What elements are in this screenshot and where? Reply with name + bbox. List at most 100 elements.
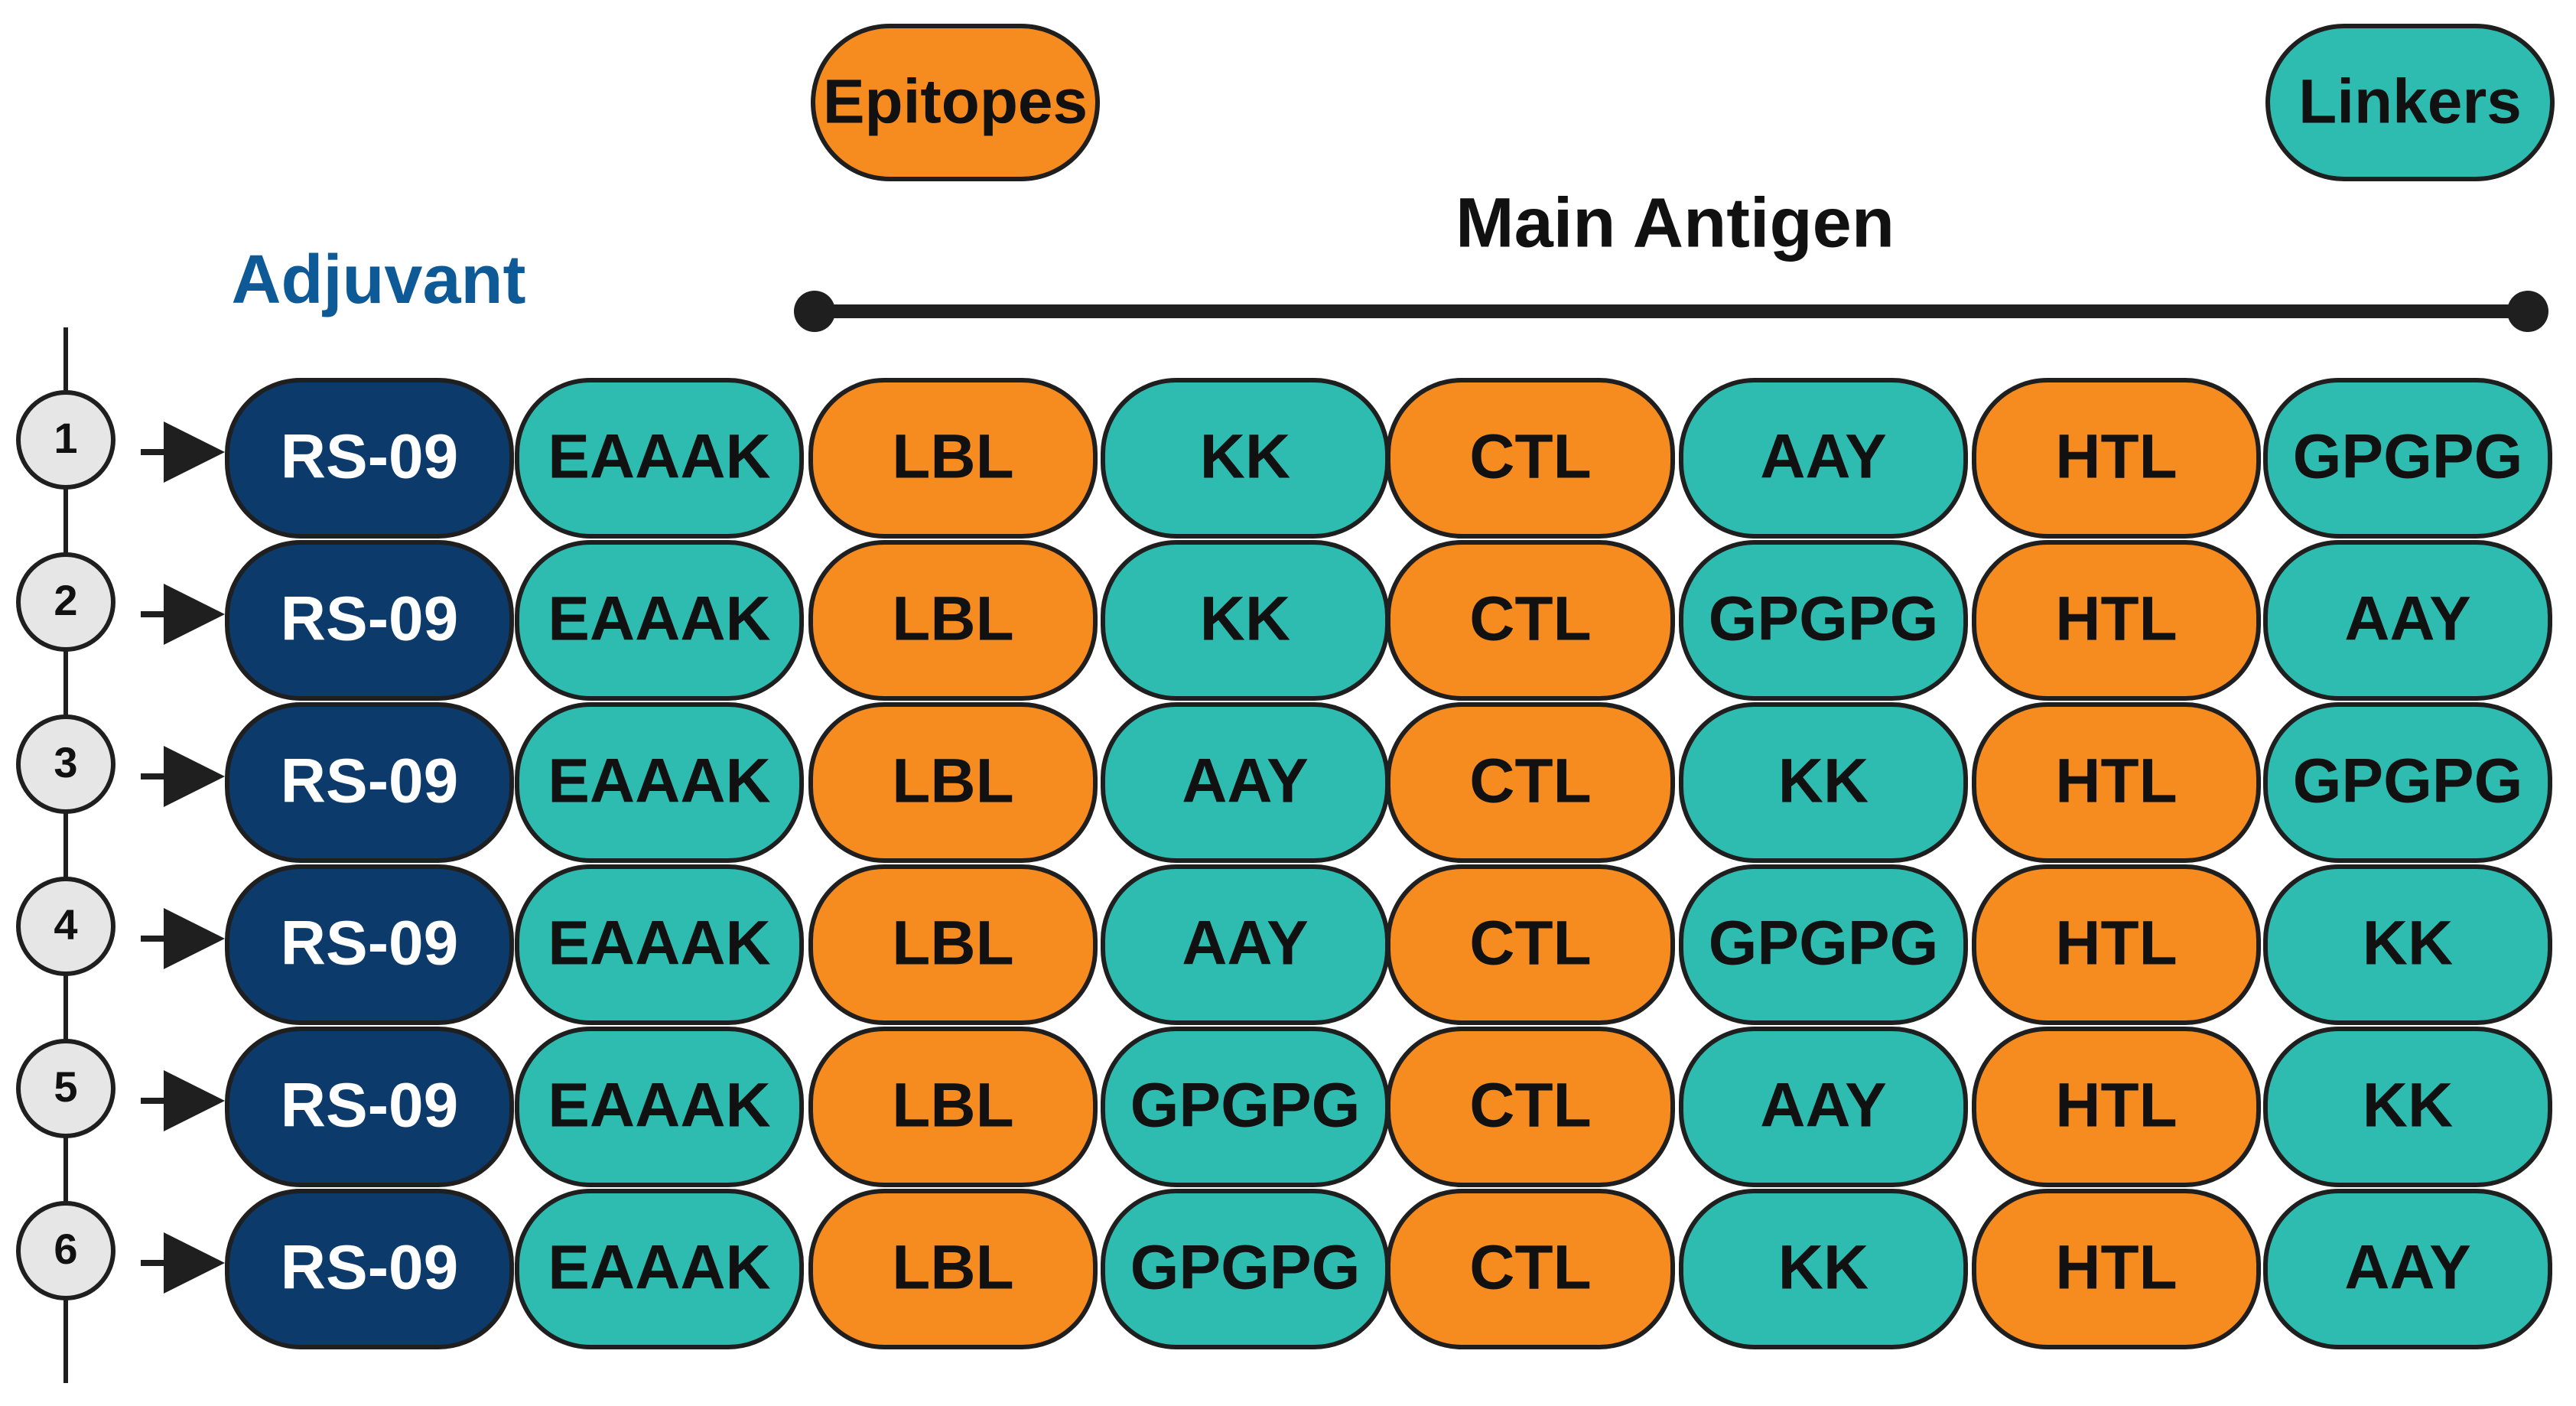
linker-pill bbox=[2263, 378, 2552, 539]
linker-pill-label: GPGPG bbox=[1709, 584, 1939, 654]
epitope-pill-label: CTL bbox=[1469, 1071, 1591, 1141]
epitope-pill-label: LBL bbox=[892, 747, 1013, 816]
epitope-pill bbox=[1972, 1027, 2261, 1187]
linker-pill-label: EAAAK bbox=[548, 747, 771, 816]
epitope-pill bbox=[1972, 378, 2261, 539]
adjuvant-pill-label: RS-09 bbox=[281, 584, 458, 654]
epitope-pill bbox=[808, 864, 1098, 1025]
adjuvant-pill bbox=[225, 540, 514, 701]
epitope-pill-label: HTL bbox=[2055, 1071, 2177, 1141]
main-antigen-left-dot bbox=[794, 291, 835, 332]
linker-pill bbox=[1679, 864, 1968, 1025]
linker-pill-label: EAAAK bbox=[548, 422, 771, 492]
adjuvant-label: Adjuvant bbox=[231, 242, 525, 318]
main-antigen-label: Main Antigen bbox=[1456, 184, 1895, 262]
construct-number-circle bbox=[16, 1201, 115, 1300]
linker-pill-label: AAY bbox=[1760, 1071, 1887, 1141]
epitope-pill bbox=[808, 378, 1098, 539]
adjuvant-pill bbox=[225, 378, 514, 539]
linker-pill-label: AAY bbox=[2344, 1233, 2471, 1303]
linker-pill bbox=[2263, 864, 2552, 1025]
epitope-pill bbox=[808, 1027, 1098, 1187]
epitope-pill bbox=[808, 540, 1098, 701]
linker-pill bbox=[1679, 1189, 1968, 1349]
legend-epitopes: Epitopes bbox=[811, 24, 1100, 181]
adjuvant-pill-label: RS-09 bbox=[281, 909, 458, 978]
linker-pill-label: KK bbox=[1778, 1233, 1869, 1303]
epitope-pill bbox=[1386, 378, 1675, 539]
linker-pill-label: KK bbox=[1778, 747, 1869, 816]
linker-pill-label: EAAAK bbox=[548, 909, 771, 978]
epitope-pill bbox=[1386, 1189, 1675, 1349]
linker-pill bbox=[2263, 702, 2552, 863]
linker-pill-label: AAY bbox=[1760, 422, 1887, 492]
epitope-pill bbox=[1972, 540, 2261, 701]
adjuvant-pill-label: RS-09 bbox=[281, 747, 458, 816]
construct-number-circle bbox=[16, 1039, 115, 1138]
epitope-pill bbox=[1386, 864, 1675, 1025]
adjuvant-pill-label: RS-09 bbox=[281, 1233, 458, 1303]
epitope-pill bbox=[1972, 1189, 2261, 1349]
adjuvant-pill-label: RS-09 bbox=[281, 1071, 458, 1141]
construct-number: 3 bbox=[54, 738, 77, 786]
main-antigen-bar: Main Antigen bbox=[794, 184, 2548, 332]
epitope-pill-label: HTL bbox=[2055, 1233, 2177, 1303]
linker-pill-label: EAAAK bbox=[548, 1071, 771, 1141]
construct-number-circle bbox=[16, 552, 115, 652]
epitope-pill-label: HTL bbox=[2055, 747, 2177, 816]
epitope-pill-label: CTL bbox=[1469, 747, 1591, 816]
adjuvant-pill bbox=[225, 702, 514, 863]
linker-pill-label: KK bbox=[2363, 1071, 2453, 1141]
linker-pill-label: GPGPG bbox=[2293, 422, 2523, 492]
construct-number-circle bbox=[16, 714, 115, 814]
epitope-pill bbox=[808, 1189, 1098, 1349]
linker-pill-label: GPGPG bbox=[1130, 1233, 1361, 1303]
epitope-pill bbox=[1972, 864, 2261, 1025]
linker-pill-label: EAAAK bbox=[548, 584, 771, 654]
epitope-pill-label: CTL bbox=[1469, 422, 1591, 492]
main-antigen-right-dot bbox=[2507, 291, 2548, 332]
linker-pill-label: AAY bbox=[2344, 584, 2471, 654]
epitope-pill-label: HTL bbox=[2055, 909, 2177, 978]
linker-pill-label: AAY bbox=[1182, 747, 1309, 816]
epitope-pill bbox=[1386, 1027, 1675, 1187]
construct-number-circle bbox=[16, 877, 115, 976]
adjuvant-pill bbox=[225, 1027, 514, 1187]
construct-number: 2 bbox=[54, 576, 77, 624]
linker-pill bbox=[515, 378, 804, 539]
linker-pill bbox=[515, 702, 804, 863]
adjuvant-pill bbox=[225, 1189, 514, 1349]
linker-pill-label: KK bbox=[1200, 422, 1290, 492]
linker-pill bbox=[1679, 540, 1968, 701]
construct-number: 1 bbox=[54, 414, 77, 462]
adjuvant-pill bbox=[225, 864, 514, 1025]
linker-pill bbox=[2263, 1027, 2552, 1187]
legend-linkers-label: Linkers bbox=[2298, 67, 2522, 137]
linker-pill bbox=[515, 540, 804, 701]
epitope-pill-label: LBL bbox=[892, 584, 1013, 654]
epitope-pill bbox=[1386, 702, 1675, 863]
epitope-pill bbox=[808, 702, 1098, 863]
epitope-pill-label: LBL bbox=[892, 1071, 1013, 1141]
epitope-pill bbox=[1972, 702, 2261, 863]
linker-pill-label: KK bbox=[2363, 909, 2453, 978]
adjuvant-pill-label: RS-09 bbox=[281, 422, 458, 492]
linker-pill bbox=[515, 1027, 804, 1187]
linker-pill-label: EAAAK bbox=[548, 1233, 771, 1303]
linker-pill-label: KK bbox=[1200, 584, 1290, 654]
epitope-pill-label: CTL bbox=[1469, 909, 1591, 978]
linker-pill-label: GPGPG bbox=[1130, 1071, 1361, 1141]
epitope-pill-label: CTL bbox=[1469, 1233, 1591, 1303]
epitope-pill-label: LBL bbox=[892, 909, 1013, 978]
linker-pill bbox=[1679, 378, 1968, 539]
linker-pill bbox=[2263, 540, 2552, 701]
epitope-pill-label: LBL bbox=[892, 422, 1013, 492]
